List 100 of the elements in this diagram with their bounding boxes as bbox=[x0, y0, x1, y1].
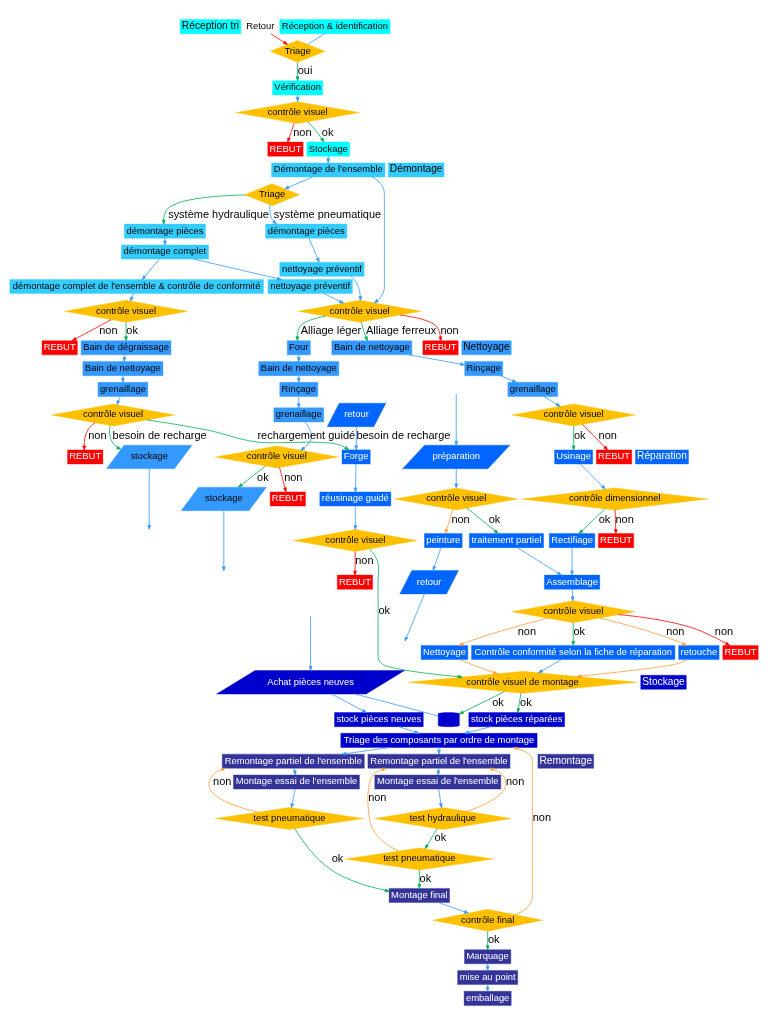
arrow bbox=[516, 546, 562, 575]
edge-label: ok bbox=[488, 512, 501, 525]
node-box: REBUT bbox=[596, 449, 632, 464]
arrow bbox=[354, 425, 358, 450]
arrow bbox=[513, 746, 533, 915]
node-box: Vérification bbox=[272, 80, 323, 95]
node-box: stock pièces neuves bbox=[334, 711, 424, 727]
arrow bbox=[466, 507, 499, 534]
node-text: Retour bbox=[246, 19, 275, 31]
node-diamond: contrôle visuel bbox=[51, 403, 175, 426]
edge-label: ok bbox=[331, 851, 344, 864]
edge-label: ok bbox=[520, 695, 532, 708]
node-diamond: contrôle visuel bbox=[293, 528, 418, 552]
node-box: Rectifiage bbox=[549, 532, 596, 548]
edge-label: besoin de recharge bbox=[112, 428, 207, 441]
node-box: grenaillage bbox=[507, 381, 558, 397]
arrow bbox=[571, 621, 575, 646]
arrow bbox=[454, 467, 458, 488]
arrow bbox=[432, 546, 442, 571]
arrow bbox=[459, 690, 505, 714]
arrow bbox=[71, 318, 112, 341]
arrow bbox=[543, 395, 561, 407]
node-box: grenaillage bbox=[273, 407, 324, 422]
node-box: Bain de nettoyage bbox=[258, 360, 340, 376]
edge-label: non bbox=[88, 428, 107, 441]
node-box: Bain de nettoyage bbox=[82, 360, 164, 376]
node-box: mise au point bbox=[457, 969, 518, 985]
node-box: Stockage bbox=[306, 141, 350, 156]
arrow bbox=[408, 354, 465, 366]
edge-label: système hydraulique bbox=[168, 207, 269, 220]
node-box: Bain de nettoyage bbox=[331, 340, 413, 355]
arrow bbox=[582, 423, 608, 450]
node-box: Montage final bbox=[388, 887, 450, 903]
arrow bbox=[424, 827, 438, 849]
edge-label: non bbox=[714, 624, 734, 637]
edge-label: non bbox=[213, 774, 232, 787]
edge-label: Alliage léger bbox=[300, 323, 362, 336]
arrow bbox=[290, 788, 296, 808]
arrow bbox=[124, 321, 128, 341]
node-diamond: contrôle visuel bbox=[394, 487, 519, 510]
node-box: REBUT bbox=[269, 491, 306, 506]
node-box: traitement partiel bbox=[469, 532, 544, 548]
arrow bbox=[326, 155, 330, 163]
arrow bbox=[238, 465, 267, 487]
arrow bbox=[163, 237, 167, 245]
edge-label: non bbox=[293, 125, 312, 138]
arrow bbox=[193, 258, 282, 280]
node-box: Stockage bbox=[640, 674, 687, 690]
arrow bbox=[459, 658, 498, 674]
edge-label: ok bbox=[419, 871, 432, 884]
arrow bbox=[618, 613, 730, 646]
edge-label: non bbox=[355, 553, 374, 566]
edge-label: ok bbox=[573, 428, 586, 441]
edge-label: non bbox=[598, 428, 617, 441]
edge-label: non bbox=[368, 790, 387, 803]
edge-label: ok bbox=[378, 603, 390, 616]
node-box: Remontage bbox=[537, 753, 594, 768]
edge-label: non bbox=[532, 810, 551, 823]
arrow bbox=[121, 374, 125, 383]
node-box: Montage essai de l'ensemble bbox=[233, 774, 360, 789]
arrow bbox=[404, 593, 425, 641]
edge-label: non bbox=[505, 774, 525, 787]
node-diamond: test pneumatique bbox=[344, 847, 494, 870]
arrow bbox=[499, 374, 517, 383]
edge-label: ok bbox=[434, 830, 447, 843]
node-box: démontage pièces bbox=[124, 223, 206, 238]
node-box: stock pièces réparées bbox=[468, 711, 565, 727]
node-diamond: contrôle visuel bbox=[235, 100, 360, 124]
edge-label: ok bbox=[487, 932, 500, 945]
node-box: Réception tri bbox=[179, 18, 242, 34]
arrow bbox=[466, 767, 507, 812]
node-box: Marquage bbox=[464, 949, 511, 964]
edge-label: ok bbox=[257, 470, 269, 483]
arrow bbox=[323, 292, 344, 303]
arrow bbox=[297, 374, 301, 383]
node-box: Bain de dégraissage bbox=[80, 340, 172, 355]
arrow bbox=[308, 615, 313, 671]
arrow bbox=[353, 550, 357, 575]
edge-label: rechargement guidé bbox=[257, 428, 356, 441]
edge-label: ok bbox=[126, 323, 138, 336]
node-box: nettoyage préventif bbox=[279, 261, 365, 277]
node-diamond: test pneumatique bbox=[215, 806, 364, 830]
node-box: Usinage bbox=[554, 449, 593, 464]
edge-label: non bbox=[451, 512, 470, 525]
arrow bbox=[438, 788, 443, 808]
node-box: Réparation bbox=[635, 449, 689, 464]
node-box: Montage essai de l'ensemble bbox=[374, 774, 501, 789]
node-box: REBUT bbox=[67, 449, 104, 464]
node-diamond: test hydraulique bbox=[374, 806, 512, 830]
arrow bbox=[293, 767, 297, 775]
node-box: REBUT bbox=[598, 532, 634, 548]
arrow bbox=[279, 466, 287, 492]
node-box: REBUT bbox=[422, 340, 459, 355]
connector bbox=[354, 693, 439, 717]
edge-label: non bbox=[99, 323, 118, 336]
arrow bbox=[538, 658, 562, 673]
arrow bbox=[130, 292, 135, 301]
node-box: peinture bbox=[424, 532, 463, 548]
node-box: Démontage de l'ensemble bbox=[271, 162, 386, 177]
arrow bbox=[295, 61, 300, 81]
